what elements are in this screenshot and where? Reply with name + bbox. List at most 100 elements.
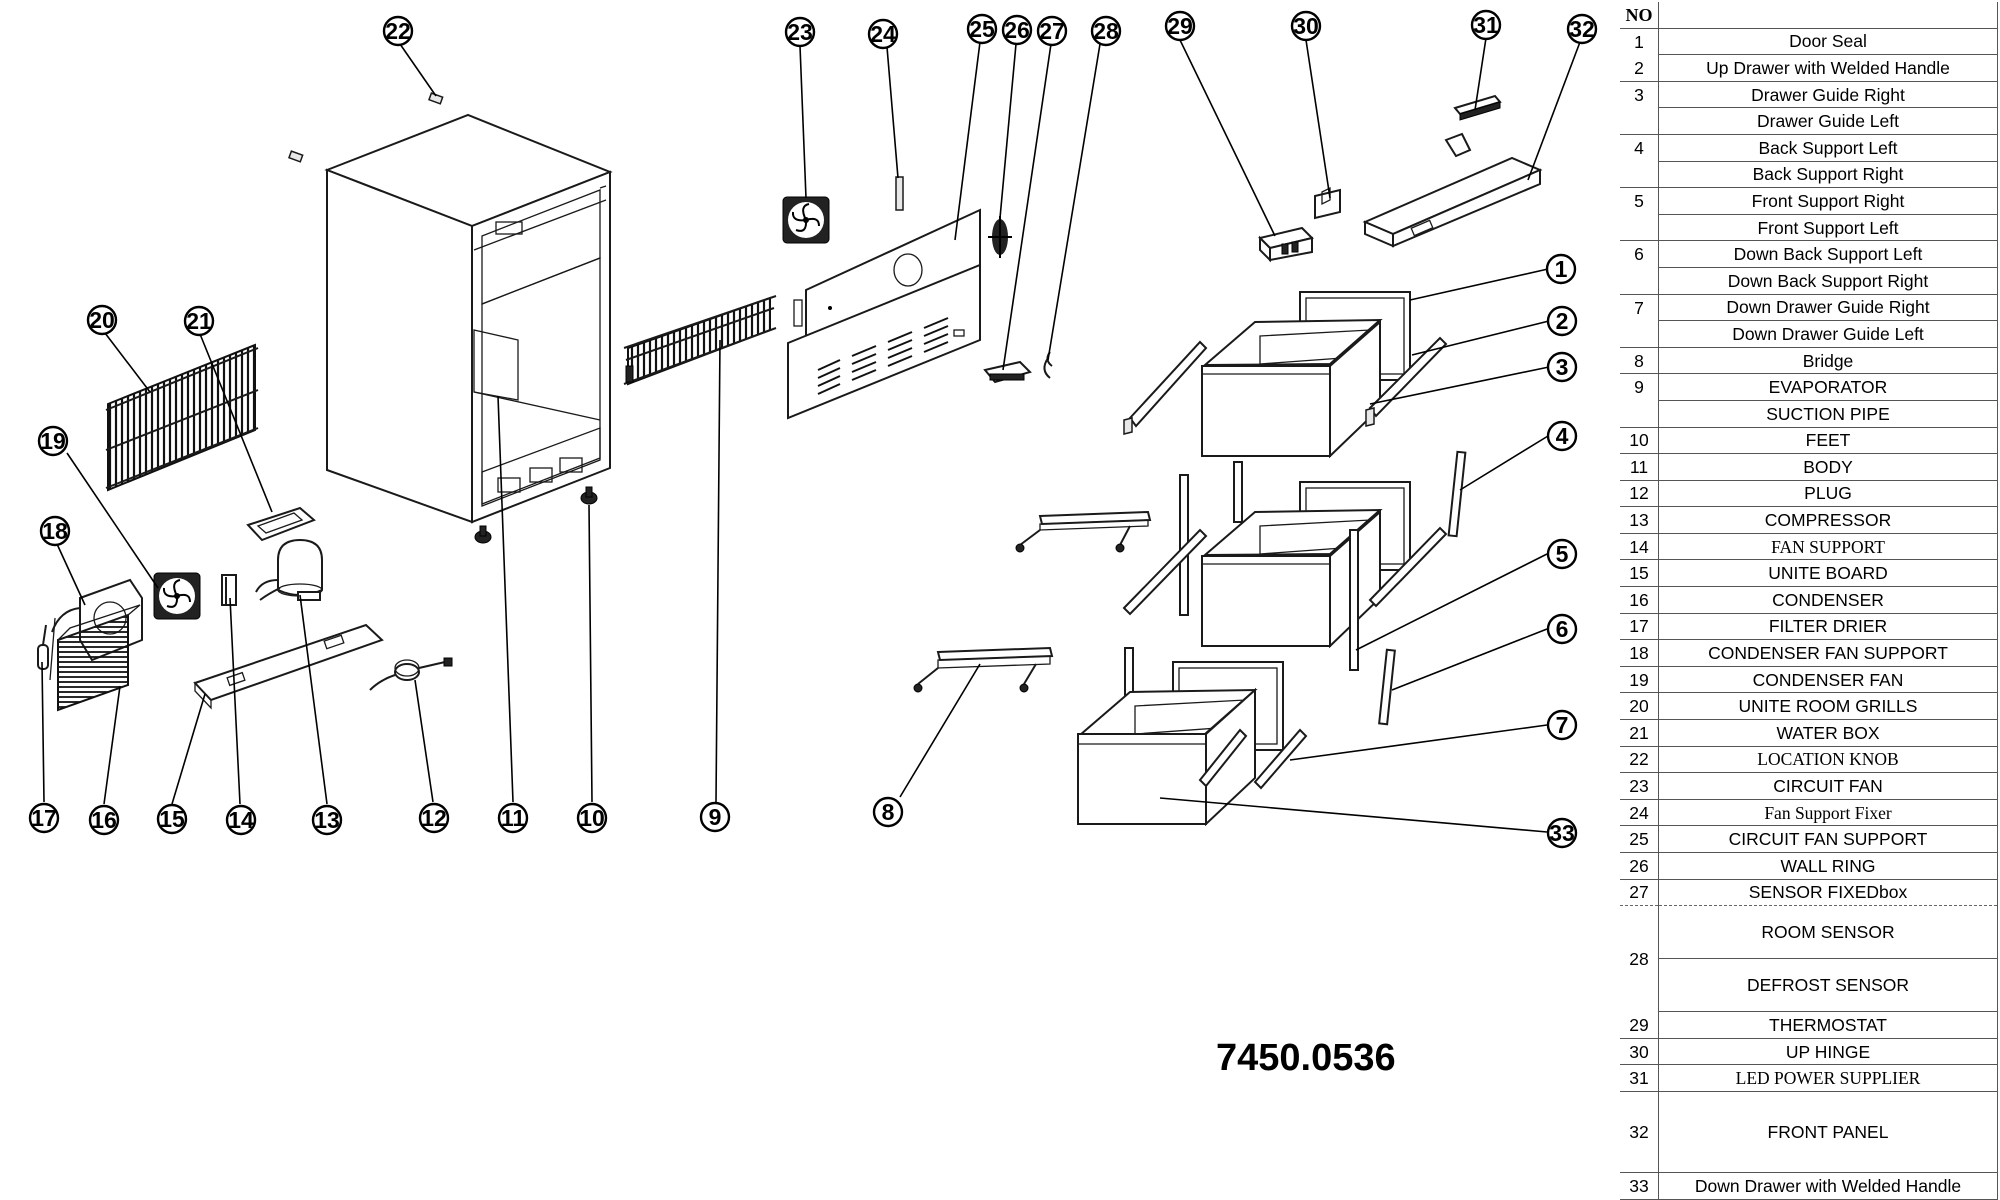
callout-21: 21 xyxy=(183,305,215,337)
callout-8: 8 xyxy=(872,796,904,828)
bridge-upper xyxy=(1015,510,1152,553)
drawer-guide-left xyxy=(1365,336,1448,427)
table-row: Drawer Guide Left xyxy=(1620,107,1998,135)
wall-ring xyxy=(988,216,1012,258)
leader-lines xyxy=(41,37,1581,833)
condenser xyxy=(49,604,141,712)
svg-text:18: 18 xyxy=(42,518,68,544)
callout-28: 28 xyxy=(1090,15,1122,47)
svg-text:6: 6 xyxy=(1556,616,1569,642)
svg-text:16: 16 xyxy=(91,807,117,833)
svg-text:30: 30 xyxy=(1293,13,1319,39)
upper-drawer xyxy=(1201,291,1411,459)
circuit-fan xyxy=(782,196,830,244)
svg-text:17: 17 xyxy=(31,805,57,831)
plug xyxy=(369,657,453,691)
svg-text:7: 7 xyxy=(1556,712,1569,738)
header-name xyxy=(1658,2,1998,29)
svg-text:14: 14 xyxy=(228,807,254,833)
svg-text:10: 10 xyxy=(579,805,605,831)
svg-text:33: 33 xyxy=(1549,820,1575,846)
callout-13: 13 xyxy=(311,804,343,836)
callout-9: 9 xyxy=(699,801,731,833)
location-knob xyxy=(288,92,444,163)
svg-text:12: 12 xyxy=(421,805,447,831)
unite-board xyxy=(193,623,384,710)
thermostat xyxy=(1258,226,1314,263)
callout-16: 16 xyxy=(88,804,120,836)
callout-31: 31 xyxy=(1470,9,1502,41)
callout-32: 32 xyxy=(1566,13,1598,45)
svg-text:8: 8 xyxy=(882,799,895,825)
callout-26: 26 xyxy=(1001,14,1033,46)
callout-22: 22 xyxy=(382,15,414,47)
callout-11: 11 xyxy=(497,802,529,834)
table-row: DEFROST SENSOR xyxy=(1620,958,1998,1013)
callout-2: 2 xyxy=(1546,305,1578,337)
svg-text:21: 21 xyxy=(186,308,212,334)
feet xyxy=(474,486,598,544)
callout-4: 4 xyxy=(1546,420,1578,452)
callout-23: 23 xyxy=(784,16,816,48)
svg-text:11: 11 xyxy=(501,805,526,831)
callout-1: 1 xyxy=(1545,253,1577,285)
svg-text:1: 1 xyxy=(1555,256,1568,282)
circuit-fan-support xyxy=(787,208,981,420)
svg-text:28: 28 xyxy=(1093,18,1119,44)
bridge-lower xyxy=(913,646,1054,693)
callout-markers: 22 23 24 25 26 27 28 29 30 31 32 20 21 1… xyxy=(28,9,1598,849)
svg-text:22: 22 xyxy=(385,18,411,44)
svg-text:9: 9 xyxy=(709,804,722,830)
table-row: Down Back Support Right xyxy=(1620,267,1998,295)
callout-25: 25 xyxy=(966,13,998,45)
front-panel xyxy=(1362,156,1543,248)
callout-29: 29 xyxy=(1164,10,1196,42)
svg-text:2: 2 xyxy=(1556,308,1569,334)
svg-text:31: 31 xyxy=(1473,12,1499,38)
svg-text:5: 5 xyxy=(1556,541,1569,567)
svg-text:23: 23 xyxy=(787,19,813,45)
callout-10: 10 xyxy=(576,802,608,834)
condenser-fan xyxy=(153,572,201,620)
svg-text:3: 3 xyxy=(1556,354,1569,380)
filter-drier xyxy=(37,624,49,670)
svg-text:24: 24 xyxy=(870,21,896,47)
svg-text:4: 4 xyxy=(1556,423,1569,449)
callout-15: 15 xyxy=(156,803,188,835)
callout-17: 17 xyxy=(28,802,60,834)
svg-text:19: 19 xyxy=(40,428,66,454)
svg-text:13: 13 xyxy=(314,807,340,833)
table-row: Back Support Right xyxy=(1620,161,1998,189)
callout-27: 27 xyxy=(1036,15,1068,47)
svg-text:27: 27 xyxy=(1039,18,1065,44)
fan-support-fixer xyxy=(895,176,904,211)
callout-6: 6 xyxy=(1546,613,1578,645)
svg-text:26: 26 xyxy=(1004,17,1030,43)
header-no: NO xyxy=(1620,2,1659,29)
svg-text:29: 29 xyxy=(1167,13,1193,39)
